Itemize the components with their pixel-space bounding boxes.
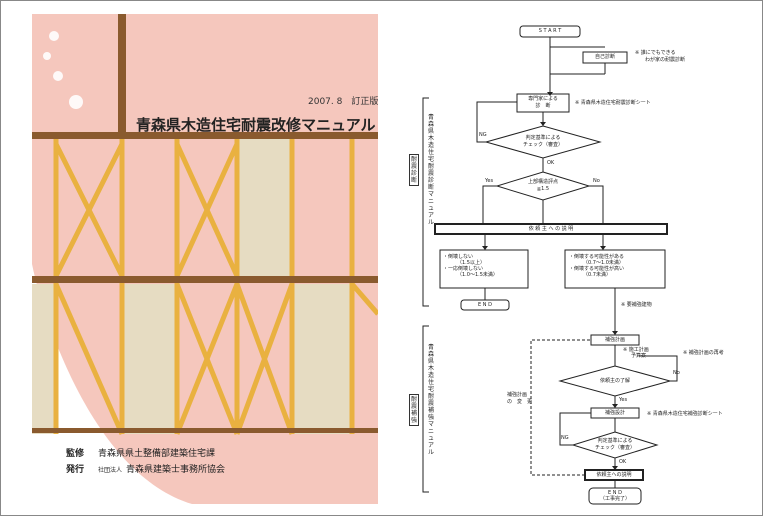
- flower-decoration: [43, 31, 83, 109]
- side-note-a: 補強計画: [507, 392, 528, 398]
- vertical-title-reinforcement: 青森県木造住宅耐震補強マニュアル: [427, 344, 434, 456]
- cover-title: 青森県木造住宅耐震改修マニュアル: [136, 116, 376, 134]
- plan-note-2: 予算案: [631, 353, 647, 359]
- manual-cover: 2007. 8 訂正版 青森県木造住宅耐震改修マニュアル 監修 青森県県土整備部建…: [32, 14, 378, 504]
- ng-label-2: NG: [561, 435, 569, 441]
- ok-label-1: OK: [547, 160, 555, 166]
- expert-label-1: 専門家による: [528, 96, 558, 102]
- report-2-label: 依頼主への説明: [596, 472, 632, 478]
- safe-result-box: [439, 249, 529, 289]
- section-reinforcement-label: 耐震補強: [409, 394, 419, 426]
- flowchart-lines: [422, 25, 678, 505]
- design-note: ※ 青森県木造住宅補強診断シート: [647, 411, 723, 417]
- approval-label: 依頼主の了解: [599, 378, 630, 384]
- end-label-1: E N D: [478, 302, 492, 308]
- publisher-prefix: 社団法人: [98, 467, 123, 474]
- yes-label-2: Yes: [619, 397, 628, 403]
- section-diagnosis-label: 耐震診断: [409, 154, 419, 186]
- bracket-reinforcement: [422, 325, 429, 493]
- bracket-diagnosis: [422, 97, 429, 307]
- structural-label-b: ≧1.5: [536, 186, 550, 192]
- wall-beams: [32, 14, 378, 433]
- supervision-credit: 監修 青森県県土整備部建築住宅課: [66, 446, 215, 459]
- self-note-2: わが家の耐震診断: [645, 57, 686, 63]
- design-label: 補強設計: [604, 410, 625, 416]
- ng-label-1: NG: [479, 132, 487, 138]
- supervision-value: 青森県県土整備部建築住宅課: [98, 449, 216, 459]
- no-label-1: No: [593, 178, 600, 184]
- unsafe-result-text: ・倒壊する可能性がある （0.7～1.0未満） ・倒壊する可能性が高い （0.7…: [569, 254, 625, 278]
- plan-note-1: ※ 施工計画: [623, 347, 649, 353]
- end-box-1: [460, 299, 510, 311]
- publisher-label: 発行: [66, 465, 85, 475]
- check-2-label-a: 判定基準による: [597, 438, 633, 444]
- no-label-2: No: [673, 370, 680, 376]
- wall-panel: [292, 284, 352, 434]
- vertical-title-diagnosis: 青森県木造住宅耐震診断マニュアル: [427, 114, 434, 226]
- reinforce-request-note: ※ 要補強建物: [621, 302, 652, 308]
- wall-panel: [122, 284, 177, 434]
- yes-label-1: Yes: [485, 178, 494, 184]
- plan-note-3: ※ 補強計画の再考: [683, 350, 724, 356]
- check-1-label-b: チェック（審査）: [522, 142, 563, 148]
- publisher-credit: 発行 社団法人青森県建築士事務所協会: [66, 462, 225, 475]
- structural-label-a: 上部構造評点: [527, 179, 558, 185]
- wall-panel: [32, 284, 56, 434]
- cover-date: 2007. 8 訂正版: [308, 97, 378, 107]
- report-bar: [434, 223, 668, 235]
- check-2-label-b: チェック（審査）: [594, 445, 635, 451]
- start-label: S T A R T: [538, 28, 562, 34]
- cover-illustration: [32, 14, 378, 504]
- expert-note: ※ 青森県木造住宅耐震診断シート: [575, 100, 651, 106]
- end-label-2: E N D: [608, 490, 622, 496]
- dashed-feedback-line: [530, 339, 591, 476]
- supervision-label: 監修: [66, 449, 85, 459]
- report-label: 依 頼 主 へ の 説 明: [528, 226, 574, 232]
- self-note-1: ※ 誰にでもできる: [635, 50, 676, 56]
- self-diagnosis-label: 自己診断: [594, 54, 615, 60]
- end-label-2-sub: （工事完了）: [599, 496, 630, 502]
- flowchart: 耐震診断 青森県木造住宅耐震診断マニュアル 耐震補強 青森県木造住宅耐震補強マニ…: [395, 14, 755, 506]
- safe-result-text: ・倒壊しない （1.5以上） ・一応倒壊しない （1.0～1.5未満）: [443, 254, 498, 278]
- expert-label-2: 診 断: [535, 103, 551, 109]
- side-note-b: の 変 更: [507, 399, 533, 405]
- end-box-2: [588, 487, 642, 505]
- wall-columns: [53, 14, 355, 434]
- reinforce-plan-label: 補強計画: [604, 337, 625, 343]
- wall-braces: [53, 142, 378, 436]
- publisher-value: 青森県建築士事務所協会: [126, 465, 226, 475]
- wall-panel: [237, 136, 292, 276]
- ok-label-2: OK: [619, 459, 627, 465]
- check-1-label-a: 判定基準による: [525, 135, 561, 141]
